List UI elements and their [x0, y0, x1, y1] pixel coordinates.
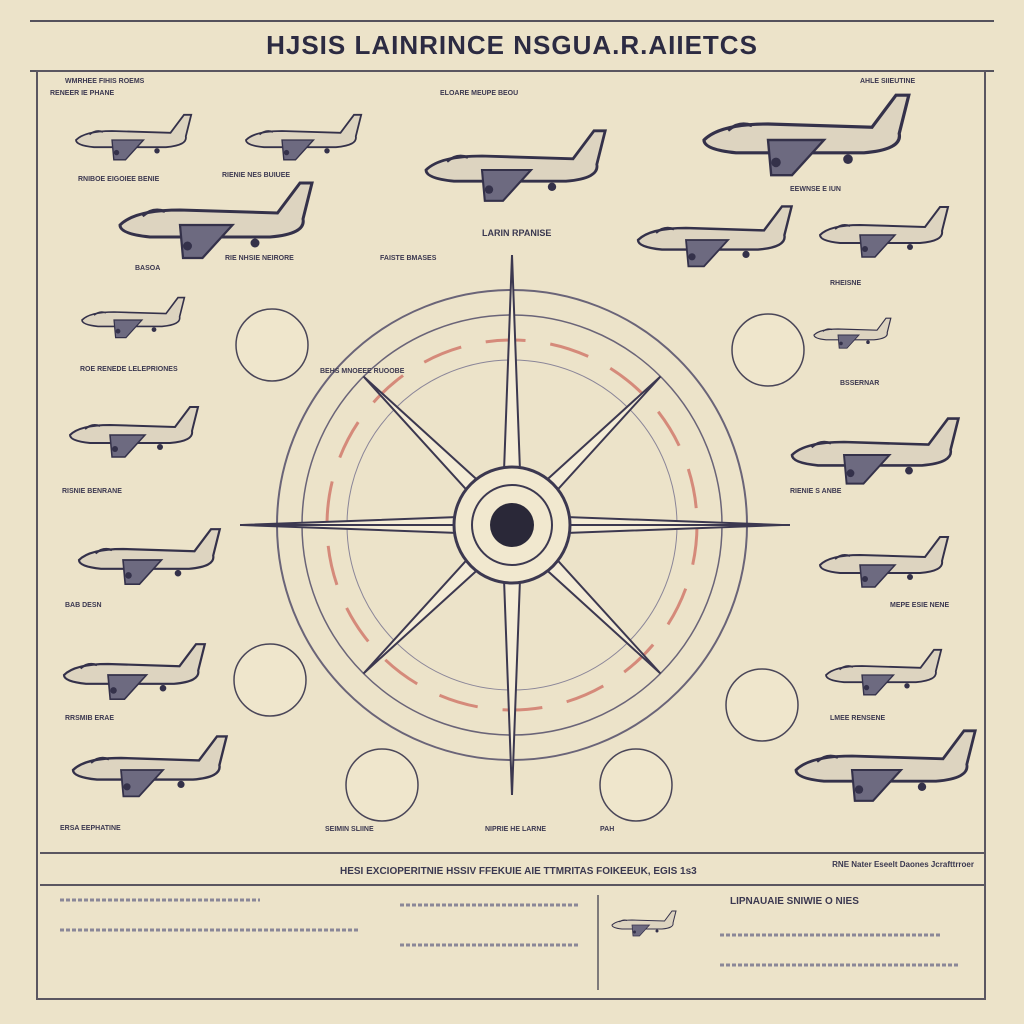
caption: RIE NHSIE NEIRORE	[225, 255, 294, 262]
caption: AHLE SIIEUTINE	[860, 78, 916, 85]
caption: NIPRIE HE LARNE	[485, 826, 547, 833]
aircraft-drawing	[245, 113, 363, 161]
caption: WMRHEE FIHIS ROEMS	[65, 78, 145, 85]
caption: ELOARE MEUPE BEOU	[440, 90, 519, 97]
bottom-banner: HESI EXCIOPERITNIE HSSIV FFEKUIE AIE TTM…	[40, 852, 984, 886]
aircraft-drawing	[818, 536, 950, 588]
caption: RHEISNE	[830, 280, 862, 287]
caption: PAH	[600, 826, 615, 833]
aircraft-drawing	[818, 206, 950, 258]
banner-text: HESI EXCIOPERITNIE HSSIV FFEKUIE AIE TTM…	[340, 866, 697, 877]
hub-center	[490, 503, 534, 547]
poster-frame	[36, 70, 986, 1000]
footer-panel: LIPNAUAIE SNIWIE O NIES	[40, 884, 984, 996]
aircraft-drawing	[77, 528, 222, 586]
detail-inset	[725, 668, 799, 742]
caption: RIENIE S ANBE	[790, 488, 842, 495]
aircraft-drawing	[825, 648, 943, 696]
aircraft-drawing	[81, 296, 186, 339]
aircraft-drawing	[611, 910, 677, 937]
aircraft-drawing	[62, 643, 207, 701]
detail-inset	[235, 308, 309, 382]
caption: RIENIE NES BUIUEE	[222, 172, 291, 179]
detail-inset	[345, 748, 419, 822]
banner-right-text: RNE Nater Eseelt Daones Jcrafttrroer	[832, 860, 974, 869]
caption: EEWNSE E IUN	[790, 186, 841, 193]
caption: SEIMIN SLIINE	[325, 826, 374, 833]
aircraft-drawing	[75, 113, 193, 161]
caption: BSSERNAR	[840, 380, 880, 387]
caption: FAISTE BMASES	[380, 255, 437, 262]
center-label: LARIN RPANISE	[482, 228, 552, 238]
aircraft-drawing	[118, 181, 314, 260]
caption: BASOA	[135, 265, 161, 272]
detail-inset	[599, 748, 673, 822]
caption: BEHS MNOEEE RUOOBE	[320, 368, 405, 375]
poster-title: HJSIS LAINRINCE NSGUA.R.AIIETCS	[266, 30, 758, 60]
caption: RNIBOE EIGOIEE BENIE	[78, 176, 160, 183]
caption: RENEER IE PHANE	[50, 90, 115, 97]
detail-inset	[731, 313, 805, 387]
aircraft-drawing	[702, 93, 911, 177]
aircraft-drawing	[790, 417, 961, 485]
detail-inset	[233, 643, 307, 717]
caption: LMEE RENSENE	[830, 715, 886, 722]
hub-inner	[471, 484, 553, 566]
footer-heading: LIPNAUAIE SNIWIE O NIES	[730, 896, 859, 907]
aircraft-drawing	[794, 729, 977, 802]
caption: BAB DESN	[65, 602, 102, 609]
aircraft-drawing	[71, 735, 229, 798]
caption: RISNIE BENRANE	[62, 488, 122, 495]
caption: MEPE ESIE NENE	[890, 602, 950, 609]
caption: ERSA EEPHATINE	[60, 825, 121, 832]
aircraft-drawing	[813, 317, 892, 349]
caption: RRSMIB ERAE	[65, 715, 115, 722]
aircraft-drawing	[636, 205, 794, 268]
aircraft-drawing	[424, 129, 607, 202]
aircraft-drawing	[68, 406, 200, 458]
caption: ROE RENEDE LELEPRIONES	[80, 366, 178, 373]
